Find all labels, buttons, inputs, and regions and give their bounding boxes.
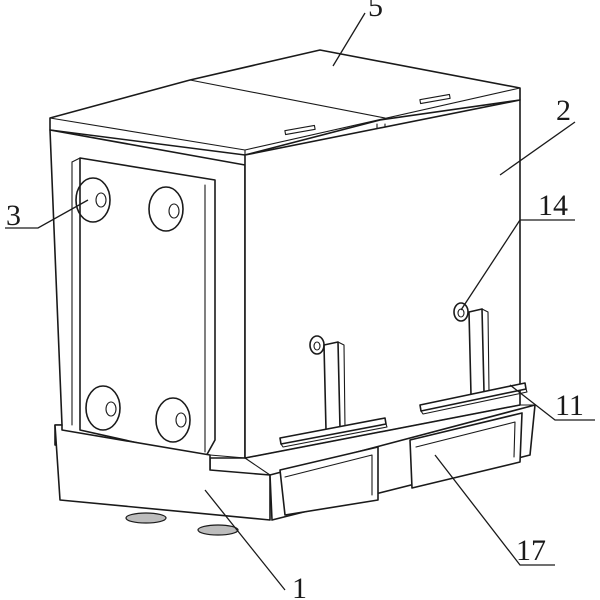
front-panel: [244, 99, 521, 459]
leader-lines: [5, 12, 595, 591]
suction-cup-icon: [148, 186, 184, 232]
callout-1: 1: [292, 572, 307, 600]
suction-cup-icon: [75, 177, 111, 223]
base-frame: [54, 404, 536, 536]
callout-11: 11: [555, 389, 584, 422]
lid-handle-left: [284, 124, 316, 136]
top-lid: [49, 49, 521, 166]
left-side-panel: [49, 129, 246, 471]
bracket-left: [279, 335, 388, 448]
callout-14: 14: [538, 189, 568, 222]
callout-5: 5: [368, 0, 383, 23]
callout-2: 2: [556, 94, 571, 127]
pivot-ring-icon: [453, 302, 469, 322]
foot: [197, 524, 239, 536]
lid-handle-right: [419, 93, 451, 105]
callout-17: 17: [516, 534, 546, 567]
pivot-ring-icon: [309, 335, 325, 355]
suction-cup-icon: [155, 397, 191, 443]
callout-3: 3: [6, 199, 21, 232]
suction-cup-icon: [85, 385, 121, 431]
foot: [125, 512, 167, 524]
base-opening-right: [409, 412, 523, 489]
bracket-right: [419, 302, 528, 415]
base-opening-left: [279, 446, 379, 516]
